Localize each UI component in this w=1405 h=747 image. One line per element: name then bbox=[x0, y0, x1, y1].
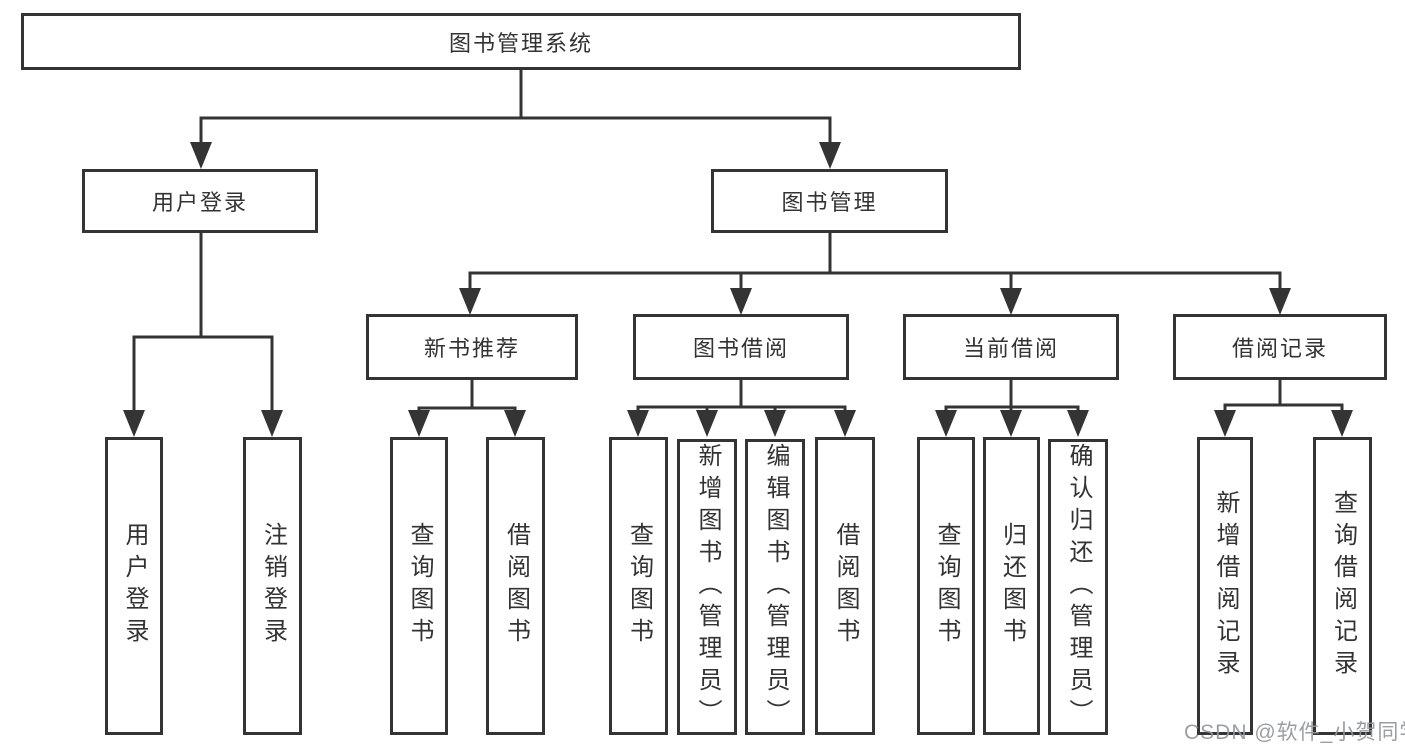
node-user-login-branch-label: 用户登录 bbox=[151, 190, 248, 215]
node-leaf-logout-label: 注销登录 bbox=[259, 522, 287, 650]
node-root-label: 图书管理系统 bbox=[448, 30, 593, 56]
node-leaf-query-books-borrow-label: 查询图书 bbox=[625, 522, 653, 650]
node-leaf-return-book: 归还图书 bbox=[983, 437, 1040, 735]
node-borrow-records-label: 借阅记录 bbox=[1231, 336, 1328, 361]
node-leaf-edit-book-admin: 编辑图书（管理员） bbox=[745, 439, 805, 735]
node-leaf-add-borrow-record: 新增借阅记录 bbox=[1197, 437, 1253, 735]
node-leaf-edit-book-admin-label: 编辑图书（管理员） bbox=[762, 443, 789, 731]
node-leaf-add-borrow-record-label: 新增借阅记录 bbox=[1212, 490, 1239, 682]
node-current-borrow: 当前借阅 bbox=[903, 314, 1119, 380]
node-leaf-query-books-current-label: 查询图书 bbox=[933, 522, 960, 650]
node-root: 图书管理系统 bbox=[21, 13, 1021, 70]
node-leaf-add-book-admin-label: 新增图书（管理员） bbox=[694, 443, 721, 731]
node-user-login-branch: 用户登录 bbox=[82, 169, 318, 233]
node-leaf-user-login: 用户登录 bbox=[105, 437, 163, 735]
node-new-book-recommend-label: 新书推荐 bbox=[423, 336, 520, 361]
node-book-borrow: 图书借阅 bbox=[633, 314, 849, 380]
node-leaf-add-book-admin: 新增图书（管理员） bbox=[677, 439, 737, 735]
node-leaf-borrow-books-label: 借阅图书 bbox=[832, 522, 859, 650]
node-book-management-label: 图书管理 bbox=[781, 190, 878, 215]
node-leaf-query-books-borrow: 查询图书 bbox=[609, 437, 668, 735]
node-leaf-query-books-recommend: 查询图书 bbox=[390, 437, 448, 735]
node-leaf-query-borrow-record-label: 查询借阅记录 bbox=[1329, 490, 1357, 682]
node-leaf-user-login-label: 用户登录 bbox=[121, 522, 148, 650]
node-new-book-recommend: 新书推荐 bbox=[366, 314, 578, 380]
node-borrow-records: 借阅记录 bbox=[1173, 314, 1387, 380]
node-leaf-borrow-books-recommend: 借阅图书 bbox=[486, 437, 545, 735]
node-leaf-borrow-books: 借阅图书 bbox=[815, 437, 875, 735]
arrowheads bbox=[123, 142, 1353, 437]
node-current-borrow-label: 当前借阅 bbox=[962, 336, 1059, 361]
node-book-borrow-label: 图书借阅 bbox=[692, 336, 789, 361]
node-leaf-borrow-books-recommend-label: 借阅图书 bbox=[502, 522, 530, 650]
node-leaf-query-borrow-record: 查询借阅记录 bbox=[1313, 437, 1372, 735]
node-leaf-confirm-return-admin: 确认归还（管理员） bbox=[1048, 439, 1108, 735]
csdn-watermark: CSDN @软件_小贺同学 bbox=[1184, 721, 1405, 744]
node-leaf-query-books-current: 查询图书 bbox=[917, 437, 975, 735]
node-leaf-logout: 注销登录 bbox=[243, 437, 302, 735]
node-leaf-confirm-return-admin-label: 确认归还（管理员） bbox=[1065, 443, 1092, 731]
node-leaf-return-book-label: 归还图书 bbox=[998, 522, 1026, 650]
node-leaf-query-books-recommend-label: 查询图书 bbox=[406, 522, 433, 650]
node-book-management: 图书管理 bbox=[711, 169, 948, 233]
